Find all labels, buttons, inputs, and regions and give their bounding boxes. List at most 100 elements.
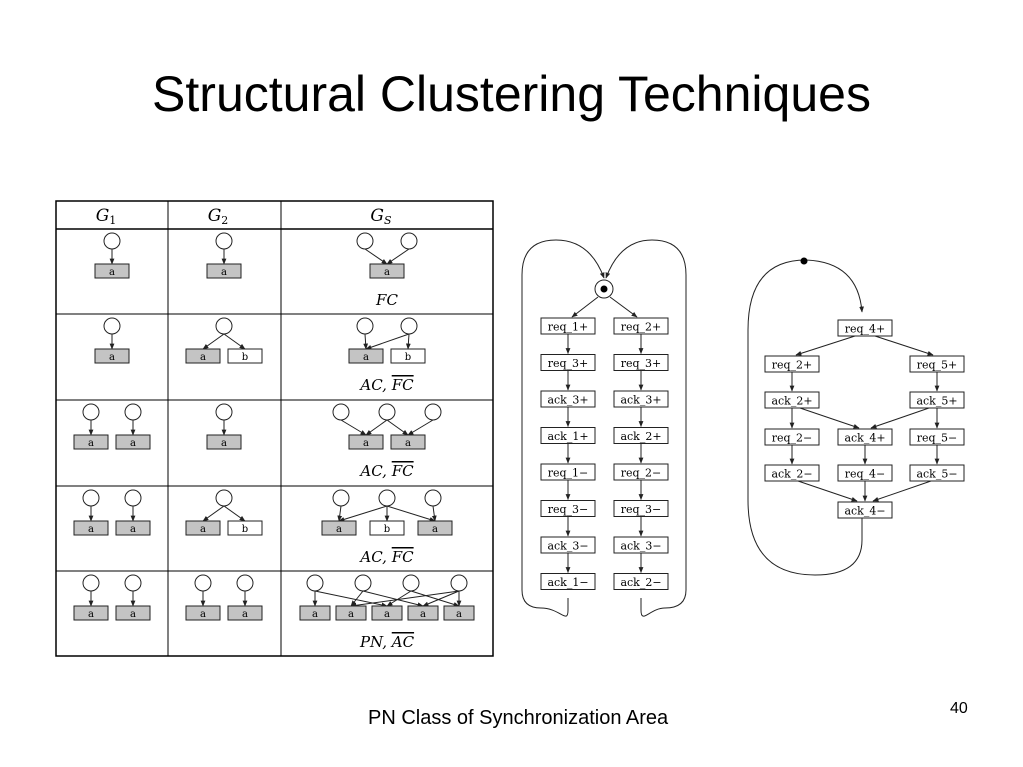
- transition-label: ack_3+: [620, 394, 661, 407]
- place-circle: [356, 232, 374, 250]
- place-circle: [82, 403, 100, 421]
- transition-box: [73, 520, 109, 536]
- net-class-label: AC, FC: [358, 376, 414, 394]
- loop-arc: [747, 259, 864, 576]
- transition-label: req_4−: [845, 468, 886, 481]
- transition-label: a: [242, 609, 248, 620]
- arc: [407, 419, 434, 436]
- transition-label: req_3+: [621, 357, 662, 370]
- transition-box: [837, 501, 893, 519]
- transition-label: a: [130, 524, 136, 535]
- transition-box: [540, 573, 596, 590]
- arc: [314, 590, 388, 608]
- transition-label: a: [130, 438, 136, 449]
- column-header: G2: [208, 206, 229, 227]
- transition-box: [348, 434, 384, 450]
- net-class-label: PN, AC: [359, 633, 415, 651]
- transition-label: ack_2+: [771, 395, 812, 408]
- column-header: G1: [96, 206, 117, 227]
- transition-box: [299, 605, 331, 621]
- transition-label: a: [405, 438, 411, 449]
- column-header: GS: [370, 206, 392, 227]
- transition-label: ack_3−: [547, 540, 588, 553]
- place-circle: [124, 574, 142, 592]
- transition-label: b: [405, 352, 411, 363]
- place-circle: [424, 489, 442, 507]
- transition-label: b: [384, 524, 390, 535]
- place-circle: [400, 232, 418, 250]
- transition-label: req_4+: [845, 323, 886, 336]
- place-circle: [236, 574, 254, 592]
- transition-box: [206, 263, 242, 279]
- transition-label: a: [336, 524, 342, 535]
- transition-label: a: [200, 524, 206, 535]
- arc: [405, 333, 411, 350]
- transition-box: [369, 520, 405, 536]
- arc: [874, 335, 934, 356]
- transition-box: [390, 434, 426, 450]
- place-circle: [215, 403, 233, 421]
- transition-label: a: [88, 609, 94, 620]
- slide-caption: PN Class of Synchronization Area: [368, 707, 669, 729]
- transition-box: [115, 605, 151, 621]
- petri-net-left: req_1+req_3+ack_3+ack_1+req_1−req_3−ack_…: [521, 239, 687, 617]
- transition-label: ack_3−: [620, 540, 661, 553]
- transition-label: ack_1−: [547, 576, 588, 589]
- transition-label: b: [242, 352, 248, 363]
- place-circle: [215, 317, 233, 335]
- transition-box: [185, 520, 221, 536]
- token-dot: [800, 257, 808, 265]
- transition-label: ack_2+: [620, 430, 661, 443]
- transition-label: a: [456, 609, 462, 620]
- transition-box: [417, 520, 453, 536]
- arc: [223, 505, 246, 522]
- transition-box: [227, 605, 263, 621]
- transition-label: a: [384, 267, 390, 278]
- transition-box: [227, 520, 263, 536]
- transition-label: req_2+: [772, 359, 813, 372]
- transition-box: [94, 263, 130, 279]
- place-circle: [103, 317, 121, 335]
- arc: [872, 480, 932, 502]
- place-circle: [124, 489, 142, 507]
- transition-box: [73, 434, 109, 450]
- transition-label: a: [88, 524, 94, 535]
- place-circle: [354, 574, 372, 592]
- transition-box: [837, 319, 893, 337]
- transition-label: b: [242, 524, 248, 535]
- place-circle: [194, 574, 212, 592]
- transition-box: [909, 464, 965, 482]
- arc: [870, 407, 930, 429]
- petri-net-right: req_4+req_2+ack_2+req_2−ack_2−ack_4+req_…: [747, 257, 965, 576]
- transition-label: a: [384, 609, 390, 620]
- transition-box: [443, 605, 475, 621]
- transition-label: a: [363, 438, 369, 449]
- transition-label: a: [432, 524, 438, 535]
- transition-label: req_3−: [548, 503, 589, 516]
- transition-label: req_5−: [917, 432, 958, 445]
- net-class-label: FC: [375, 291, 398, 309]
- arc: [386, 590, 412, 607]
- arc: [223, 333, 246, 350]
- arc: [338, 505, 388, 522]
- loop-arc: [605, 239, 687, 617]
- arc: [386, 248, 410, 265]
- transition-label: req_1−: [548, 467, 589, 480]
- transition-label: a: [221, 438, 227, 449]
- arc: [365, 333, 410, 350]
- arc: [350, 590, 460, 608]
- transition-label: a: [221, 267, 227, 278]
- arc: [202, 505, 225, 522]
- transition-label: ack_3+: [547, 394, 588, 407]
- transition-label: req_2+: [621, 321, 662, 334]
- transition-box: [115, 434, 151, 450]
- place-circle: [356, 317, 374, 335]
- transition-label: a: [130, 609, 136, 620]
- transition-label: a: [363, 352, 369, 363]
- transition-label: a: [312, 609, 318, 620]
- transition-box: [407, 605, 439, 621]
- place-circle: [103, 232, 121, 250]
- transition-box: [73, 605, 109, 621]
